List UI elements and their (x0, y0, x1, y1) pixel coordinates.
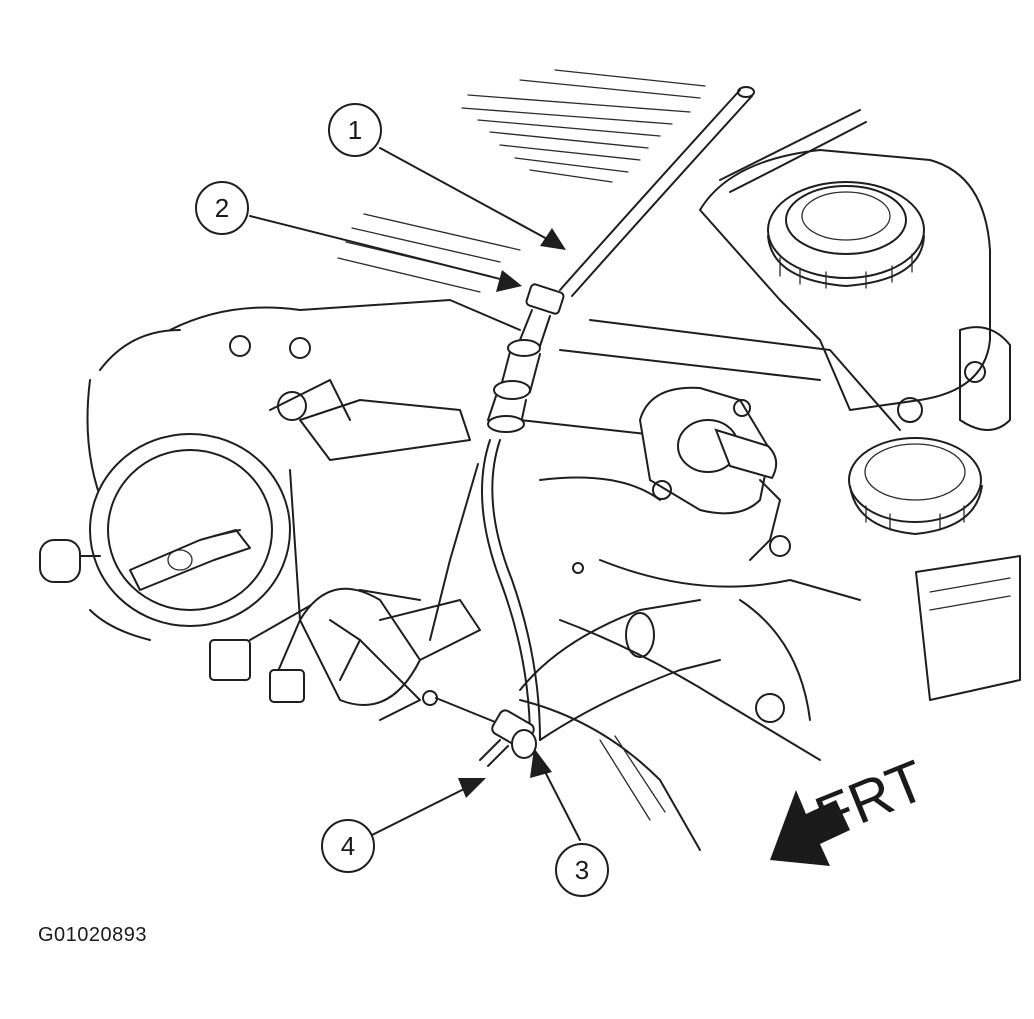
top-hatching (337, 69, 706, 293)
valve-assembly (638, 386, 781, 561)
fluid-cap (848, 437, 983, 535)
callout-4: 4 (321, 819, 375, 873)
callout-3: 3 (555, 843, 609, 897)
hose (519, 599, 721, 741)
cable (429, 439, 541, 741)
hose-connector (487, 283, 565, 433)
vacuum-hose (559, 86, 867, 297)
throttle-linkage (209, 379, 501, 725)
front-arrow-icon (770, 790, 850, 866)
callout-2: 2 (195, 181, 249, 235)
callout-2-label: 2 (215, 193, 229, 223)
throttle-body (39, 433, 301, 691)
callout-1-label: 1 (348, 115, 362, 145)
front-direction-label: FRT (807, 748, 935, 850)
right-components (897, 326, 1021, 701)
figure-id: G01020893 (38, 924, 148, 946)
leader-lines (249, 147, 581, 841)
callout-4-label: 4 (341, 831, 355, 861)
callout-3-label: 3 (575, 855, 589, 885)
hose-fitting (479, 709, 537, 767)
callout-1: 1 (328, 103, 382, 157)
front-direction-indicator: FRT (770, 748, 934, 866)
coolant-reservoir (699, 149, 991, 411)
engine-block (86, 299, 901, 851)
